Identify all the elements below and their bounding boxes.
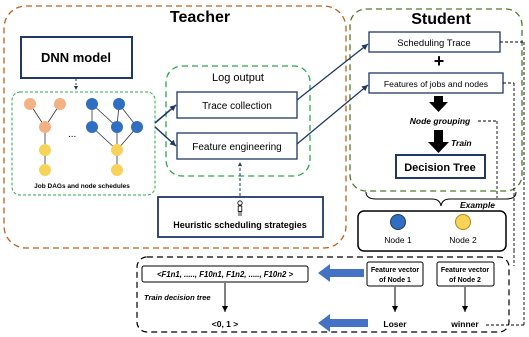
dag-node-blue xyxy=(131,121,143,133)
fv-node2-box xyxy=(436,261,495,287)
dnn-model-box xyxy=(20,36,133,79)
output-label: <0, 1 > xyxy=(212,319,239,329)
trace-to-scheduling-arrow xyxy=(296,43,369,101)
dag-node-yellow xyxy=(39,144,51,156)
dag-to-feature-arrow xyxy=(154,126,177,147)
trace-collection-label: Trace collection xyxy=(202,101,272,112)
fv-node1-line1: Feature vector xyxy=(371,267,420,274)
node1-circle xyxy=(390,214,406,230)
training-region xyxy=(136,256,510,333)
decision-tree-box xyxy=(395,154,486,179)
loser-to-output-arrow xyxy=(318,314,368,332)
feature-vector-formula: <F1n1, ....., F10n1, F1n2, ....., F10n2 … xyxy=(157,270,294,279)
fv-node1-line2: of Node 1 xyxy=(379,277,411,284)
heuristic-box xyxy=(157,196,324,238)
node-grouping-arrow xyxy=(429,96,448,112)
dag-node-blue xyxy=(113,98,125,110)
dag-to-trace-arrow xyxy=(154,104,177,124)
scheduling-trace-label: Scheduling Trace xyxy=(397,38,470,49)
fv-to-formula-arrow xyxy=(318,264,364,282)
dag-node-orange xyxy=(24,98,36,110)
trace-collection-box xyxy=(176,91,298,119)
dag-node-blue xyxy=(86,98,98,110)
student-region xyxy=(349,8,523,192)
train-arrow xyxy=(428,130,449,153)
feature-engineering-label: Feature engineering xyxy=(192,142,282,153)
dag-node-blue xyxy=(86,121,98,133)
dag-node-blue xyxy=(111,121,123,133)
dag-node-yellow xyxy=(111,164,123,176)
node2-circle xyxy=(455,214,471,230)
log-output-title: Log output xyxy=(212,72,264,84)
example-label: Example xyxy=(460,200,495,210)
dag-node-yellow xyxy=(111,144,123,156)
feature-engineering-box xyxy=(176,132,298,160)
train-decision-tree-label: Train decision tree xyxy=(144,293,211,302)
example-brace xyxy=(365,191,517,207)
heuristic-label: Heuristic scheduling strategies xyxy=(173,220,307,230)
student-title: Student xyxy=(411,11,471,28)
fv-node2-line2: of Node 2 xyxy=(449,277,481,284)
winner-label: winner xyxy=(450,319,479,329)
example-box xyxy=(357,210,507,252)
dnn-model-label: DNN model xyxy=(41,50,111,65)
teacher-title: Teacher xyxy=(170,9,230,26)
decision-tree-label: Decision Tree xyxy=(404,162,476,174)
features-label: Features of jobs and nodes xyxy=(384,79,488,89)
plus-sign: + xyxy=(434,51,445,71)
dag-node-orange xyxy=(54,98,66,110)
teacher-region xyxy=(3,5,347,249)
feature-to-features-arrow xyxy=(296,84,369,145)
dag-caption: Job DAGs and node schedules xyxy=(34,183,130,190)
feature-vector-formula-box xyxy=(141,265,309,283)
dag-ellipsis: ... xyxy=(68,129,76,140)
node1-label: Node 1 xyxy=(384,235,412,245)
node2-label: Node 2 xyxy=(449,235,477,245)
loser-label: Loser xyxy=(383,319,407,329)
dag-node-yellow xyxy=(39,164,51,176)
fv-node1-box xyxy=(366,261,424,287)
node-grouping-label: Node grouping xyxy=(410,116,471,126)
dag-node-orange xyxy=(39,121,51,133)
person-icon xyxy=(237,200,243,216)
train-label: Train xyxy=(451,138,472,148)
fv-node2-line1: Feature vector xyxy=(441,267,490,274)
